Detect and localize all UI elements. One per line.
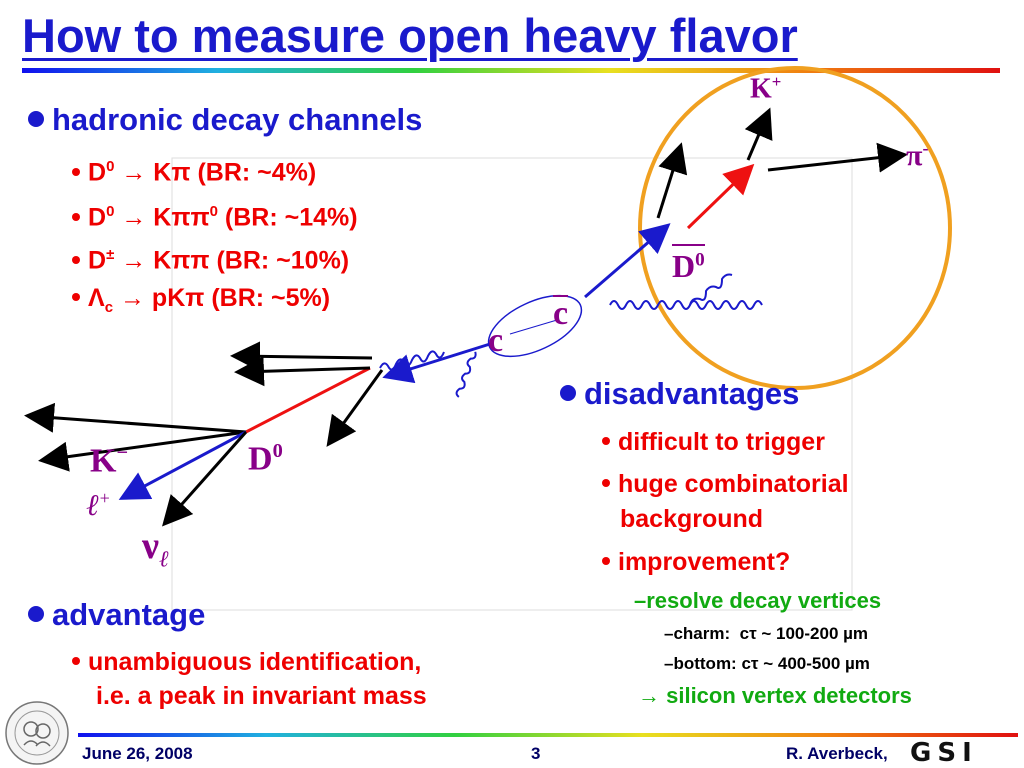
label-pi-minus: π- [906, 138, 929, 172]
gluon-4 [455, 351, 477, 398]
title-rainbow-rule [22, 68, 1000, 73]
label-d0: D0 [248, 440, 283, 478]
channel-1: D0 → Kπ (BR: ~4%) [72, 152, 316, 187]
bullet-dot [28, 110, 44, 127]
k-plus-track [744, 107, 773, 161]
extra-track-1 [656, 142, 688, 219]
university-seal-icon [5, 701, 69, 765]
channel-2: D0 → Kππ0 (BR: ~14%) [72, 197, 358, 232]
page-number: 3 [531, 744, 541, 763]
gsi-logo: GSI [910, 738, 978, 768]
disadvantages-heading: disadvantages [560, 376, 799, 412]
label-lepton: ℓ+ [86, 488, 111, 522]
track-c [326, 369, 384, 447]
c-quark-track [382, 342, 491, 384]
channel-4: Λc → pKπ (BR: ~5%) [72, 284, 330, 322]
bottom-detail: –bottom: cτ ~ 400-500 µm [664, 654, 870, 673]
hadronic-heading: hadronic decay channels [28, 102, 422, 138]
gluon-1 [609, 300, 763, 310]
slide-title: How to measure open heavy flavor [22, 9, 798, 62]
c-cbar-link [509, 319, 558, 335]
decay-highlight-circle [638, 66, 952, 390]
disadv-item-3: improvement? [602, 548, 790, 577]
lepton-track [118, 430, 247, 500]
k-minus-track-a [24, 402, 247, 434]
track-a [234, 356, 371, 387]
k-minus-track-b [38, 430, 247, 472]
footer-date: June 26, 2008 [82, 744, 193, 763]
gluon-2 [689, 273, 733, 306]
pi-minus-track [767, 142, 908, 173]
charm-detail: –charm: cτ ~ 100-200 µm [664, 624, 869, 643]
advantage-line-2: i.e. a peak in invariant mass [96, 682, 427, 710]
label-nu: νℓ [142, 525, 169, 572]
footer-rainbow-rule [78, 733, 1018, 737]
channel-3: D± → Kππ (BR: ~10%) [72, 240, 349, 275]
diagram-frame [171, 157, 853, 611]
track-b [230, 341, 373, 372]
disadv-item-2-cont: background [620, 505, 764, 533]
label-k-plus: K+ [750, 72, 782, 105]
disadv-item-2: huge combinatorial [602, 470, 849, 499]
advantage-heading: advantage [28, 597, 205, 633]
resolve-vertices: –resolve decay vertices [634, 588, 882, 613]
cbar-quark-track [584, 223, 671, 299]
label-k-minus: K− [90, 442, 129, 480]
c-cbar-ellipse [487, 294, 583, 358]
label-cbar: c [553, 295, 569, 332]
gluon-3 [379, 350, 445, 371]
d0bar-track [686, 163, 755, 230]
advantage-line-1: unambiguous identification, [72, 648, 421, 677]
d0-track [245, 366, 371, 434]
silicon-conclusion: → silicon vertex detectors [638, 683, 912, 708]
label-c: c [488, 322, 504, 359]
footer-author: R. Averbeck, [786, 744, 888, 763]
disadv-item-1: difficult to trigger [602, 428, 825, 457]
label-d0bar: D0 [672, 244, 705, 285]
neutrino-track [162, 431, 248, 527]
